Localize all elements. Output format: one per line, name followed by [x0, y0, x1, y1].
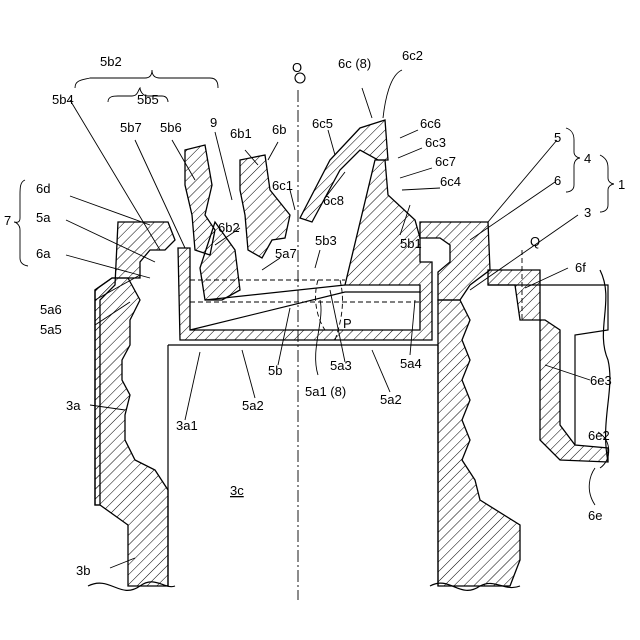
- label-3c: 3c: [230, 483, 244, 498]
- label-6: 6: [554, 173, 561, 188]
- tamper-band-right: [240, 155, 290, 258]
- label-5a7: 5a7: [275, 246, 297, 261]
- label-6c2: 6c2: [402, 48, 423, 63]
- label-6e: 6e: [588, 508, 602, 523]
- label-3b: 3b: [76, 563, 90, 578]
- label-5b4: 5b4: [52, 92, 74, 107]
- label-5a: 5a: [36, 210, 51, 225]
- label-3: 3: [584, 205, 591, 220]
- label-9: 9: [210, 115, 217, 130]
- label-5a6: 5a6: [40, 302, 62, 317]
- label-5a4: 5a4: [400, 356, 422, 371]
- container-wall-left: [95, 278, 168, 586]
- label-5a1-8: 5a1 (8): [305, 384, 346, 399]
- label-5: 5: [554, 130, 561, 145]
- label-5a2-right: 5a2: [380, 392, 402, 407]
- label-1: 1: [618, 177, 625, 192]
- label-6f: 6f: [575, 260, 586, 275]
- label-5a5: 5a5: [40, 322, 62, 337]
- label-6b: 6b: [272, 122, 286, 137]
- label-axis-o: O: [292, 60, 302, 75]
- label-6a: 6a: [36, 246, 51, 261]
- label-3a: 3a: [66, 398, 81, 413]
- label-6e3: 6e3: [590, 373, 612, 388]
- label-6c4: 6c4: [440, 174, 461, 189]
- label-6c3: 6c3: [425, 135, 446, 150]
- container-wall-right: [438, 300, 520, 586]
- label-7: 7: [4, 213, 11, 228]
- label-6c8-top: 6c (8): [338, 56, 371, 71]
- label-3a1: 3a1: [176, 418, 198, 433]
- label-5b7: 5b7: [120, 120, 142, 135]
- label-5b2: 5b2: [100, 54, 122, 69]
- label-p: P: [343, 316, 352, 331]
- label-6c7: 6c7: [435, 154, 456, 169]
- label-6c5: 6c5: [312, 116, 333, 131]
- label-5b3: 5b3: [315, 233, 337, 248]
- label-6e2: 6e2: [588, 428, 610, 443]
- label-5b: 5b: [268, 363, 282, 378]
- label-6d: 6d: [36, 181, 50, 196]
- label-5b5: 5b5: [137, 92, 159, 107]
- label-q: Q: [530, 234, 540, 249]
- label-6c8: 6c8: [323, 193, 344, 208]
- label-5b6: 5b6: [160, 120, 182, 135]
- right-flange-outline: [560, 285, 608, 445]
- label-6b2: 6b2: [218, 220, 240, 235]
- label-6b1: 6b1: [230, 126, 252, 141]
- label-5b1: 5b1: [400, 236, 422, 251]
- label-6c6: 6c6: [420, 116, 441, 131]
- label-5a3: 5a3: [330, 358, 352, 373]
- label-5a2-left: 5a2: [242, 398, 264, 413]
- label-6c1: 6c1: [272, 178, 293, 193]
- label-4: 4: [584, 151, 591, 166]
